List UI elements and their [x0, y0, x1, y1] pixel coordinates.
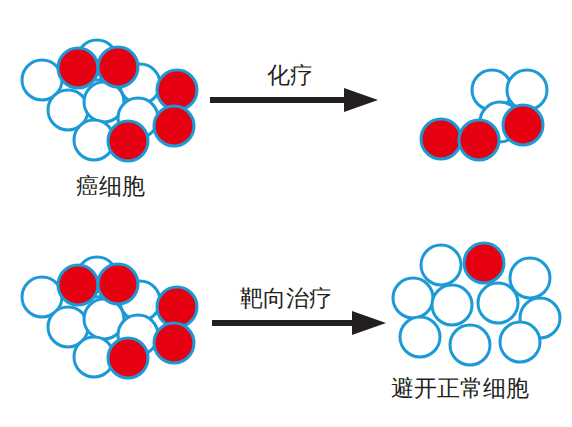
arrow-label: 靶向治疗: [240, 287, 332, 310]
normal-cell: [393, 278, 433, 318]
arrow-shaft: [212, 320, 356, 326]
process-arrow: [212, 311, 386, 335]
cancer-cell: [98, 47, 138, 87]
cancer-cell: [108, 338, 148, 378]
cancer-cell: [157, 70, 197, 110]
cell-label: 避开正常细胞: [391, 377, 529, 400]
normal-cell: [450, 325, 490, 365]
normal-cell: [421, 245, 461, 285]
normal-cell: [432, 285, 472, 325]
arrow-head: [352, 311, 386, 335]
cancer-cell: [157, 287, 197, 327]
arrow-label: 化疗: [267, 64, 313, 87]
cancer-cell: [58, 48, 98, 88]
cancer-cell: [459, 120, 499, 160]
cancer-cell: [108, 121, 148, 161]
cell-label: 癌细胞: [76, 175, 145, 198]
normal-cell: [500, 322, 540, 362]
normal-cell: [400, 317, 440, 357]
cancer-cell: [503, 105, 543, 145]
process-arrow: [210, 88, 378, 112]
cancer-cell: [464, 243, 504, 283]
cancer-cell: [154, 106, 194, 146]
normal-cell: [478, 283, 518, 323]
cancer-cell: [421, 119, 461, 159]
arrow-shaft: [210, 97, 348, 103]
cancer-cell: [58, 265, 98, 305]
cancer-cell: [154, 323, 194, 363]
cancer-cell: [98, 264, 138, 304]
arrow-head: [344, 88, 378, 112]
